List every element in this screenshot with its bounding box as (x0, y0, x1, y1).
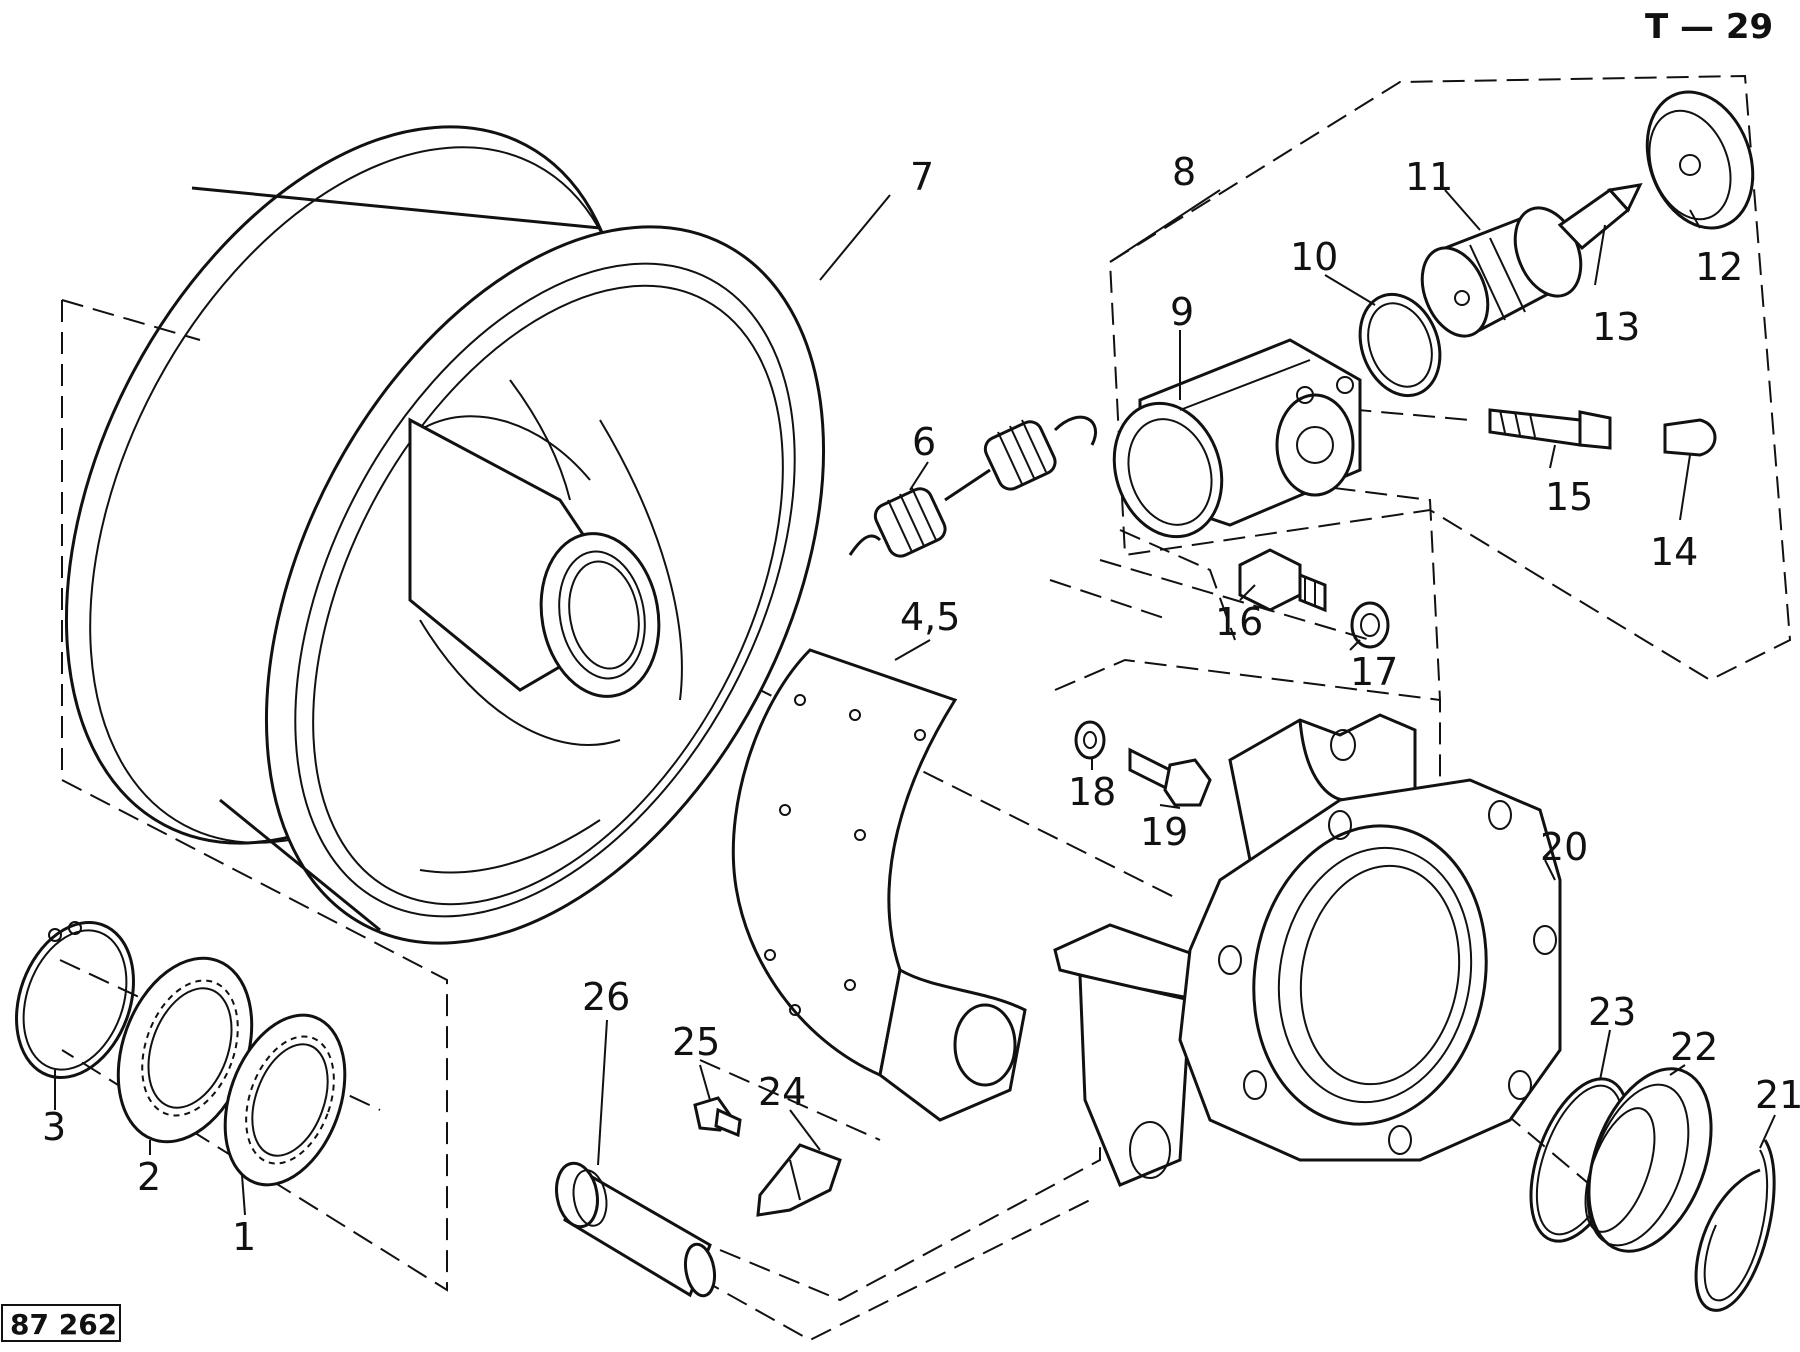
callout-8: 8 (1172, 150, 1196, 194)
callout-17: 17 (1350, 650, 1398, 694)
callout-11: 11 (1405, 155, 1453, 199)
callout-13: 13 (1592, 305, 1640, 349)
callout-10: 10 (1290, 235, 1338, 279)
callout-14: 14 (1650, 530, 1698, 574)
callout-4-5: 4,5 (900, 595, 960, 639)
snap-ring (15, 921, 135, 1079)
wheel-cylinder (1112, 338, 1362, 539)
callout-12: 12 (1695, 245, 1743, 289)
callout-26: 26 (582, 975, 630, 1019)
sheet-code: T — 29 (1645, 7, 1773, 47)
callout-25: 25 (672, 1020, 720, 1064)
bolt (1238, 548, 1327, 613)
drawing-number: 87 262 (10, 1308, 117, 1341)
pivot-pin (555, 1161, 717, 1298)
callout-18: 18 (1068, 770, 1116, 814)
cap-screw (1128, 747, 1212, 807)
callout-19: 19 (1140, 810, 1188, 854)
screw (693, 1096, 742, 1138)
callout-3: 3 (42, 1105, 66, 1149)
callout-2: 2 (137, 1155, 161, 1199)
lock-washer (1350, 601, 1390, 649)
return-spring (848, 415, 1098, 558)
callout-23: 23 (1588, 990, 1636, 1034)
callout-24: 24 (758, 1070, 806, 1114)
washer (1074, 720, 1106, 760)
callout-16: 16 (1215, 600, 1263, 644)
bearing (1584, 1067, 1713, 1253)
callouts: 7 8 9 10 11 12 13 14 15 6 16 17 4,5 18 1… (42, 150, 1800, 1259)
callout-1: 1 (232, 1215, 256, 1259)
retaining-clip (756, 1143, 842, 1217)
brake-carrier (1053, 713, 1562, 1187)
callout-6: 6 (912, 420, 936, 464)
dust-cap (1645, 90, 1755, 230)
callout-7: 7 (910, 155, 934, 199)
drawing-number-box (1, 1304, 121, 1342)
splined-hub (223, 1013, 347, 1187)
leader-lines (54, 189, 1776, 1216)
seal-ring (1358, 292, 1442, 398)
thrust-washer (116, 956, 254, 1144)
bleeder-screw (1488, 408, 1612, 450)
callout-15: 15 (1545, 475, 1593, 519)
callout-20: 20 (1540, 825, 1588, 869)
brake-drum (64, 125, 826, 945)
piston (1420, 206, 1583, 338)
callout-22: 22 (1670, 1025, 1718, 1069)
bleeder-cap (1663, 418, 1717, 457)
retaining-ring-large (1694, 1139, 1776, 1312)
callout-9: 9 (1170, 290, 1194, 334)
callout-21: 21 (1755, 1073, 1800, 1117)
brake-shoe (731, 648, 1027, 1122)
plunger (1557, 183, 1643, 251)
